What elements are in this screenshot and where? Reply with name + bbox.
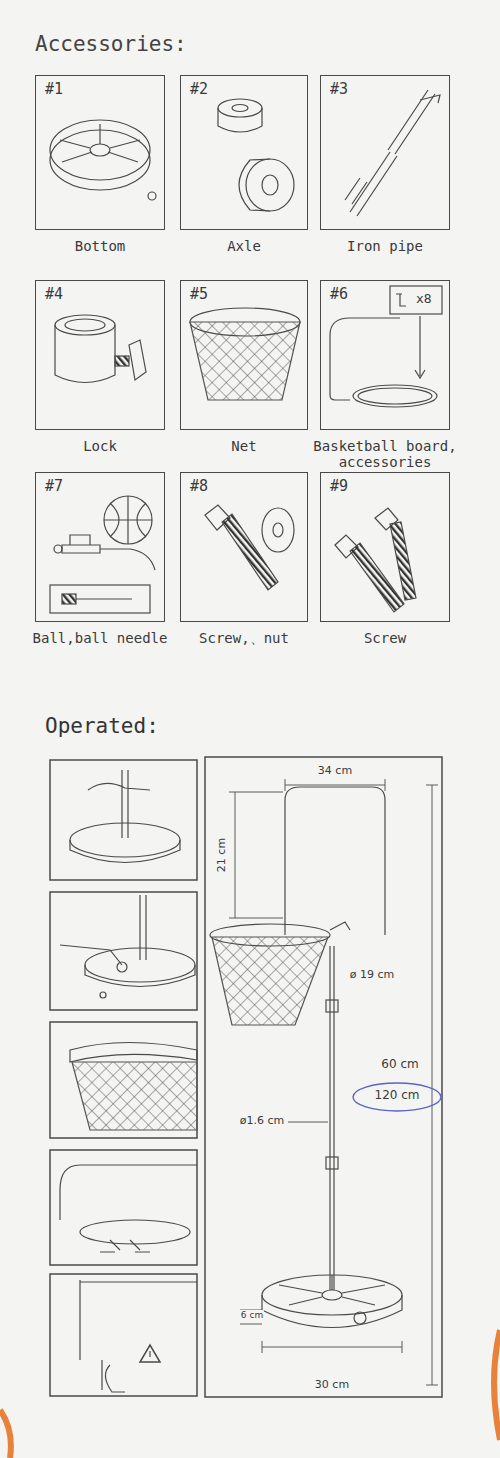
part-name: Screw bbox=[300, 630, 470, 646]
part-number: #2 bbox=[190, 81, 208, 98]
part-name: Bottom bbox=[15, 238, 185, 254]
box-frame bbox=[180, 75, 308, 230]
dimension: 30 cm bbox=[314, 1379, 350, 1392]
dimension: 120 cm bbox=[373, 1089, 420, 1103]
accessory-box: #9Screw bbox=[320, 472, 450, 649]
part-number: #1 bbox=[45, 81, 63, 98]
dimension: ø1.6 cm bbox=[239, 1115, 285, 1128]
dimension: 34 cm bbox=[317, 765, 353, 778]
axle-drawing bbox=[218, 99, 294, 211]
lock-drawing bbox=[55, 315, 146, 383]
count-mark: x8 bbox=[416, 292, 432, 307]
part-number: #4 bbox=[45, 286, 63, 303]
accessory-box: #3Iron pipe bbox=[320, 75, 450, 257]
part-name: Axle bbox=[159, 238, 329, 254]
step-drawings bbox=[60, 770, 197, 1392]
part-number: #3 bbox=[330, 81, 348, 98]
part-name: Net bbox=[159, 438, 329, 454]
accessory-box: #6Basketball board, accessories bbox=[320, 280, 450, 473]
part-name: Lock bbox=[15, 438, 185, 454]
section-heading: Operated: bbox=[45, 714, 159, 738]
dimension: ø 19 cm bbox=[349, 969, 395, 982]
accessory-box: #2Axle bbox=[180, 75, 308, 257]
accessory-box: #4Lock bbox=[35, 280, 165, 457]
part-number: #6 bbox=[330, 286, 348, 303]
step-frames bbox=[50, 757, 442, 1397]
part-number: #9 bbox=[330, 478, 348, 495]
page-title: Accessories: bbox=[35, 32, 187, 56]
part-name: Basketball board, accessories bbox=[300, 438, 470, 470]
ball-edge bbox=[494, 1330, 500, 1440]
part-number: #8 bbox=[190, 478, 208, 495]
part-number: #5 bbox=[190, 286, 208, 303]
pipe-drawing bbox=[345, 90, 440, 216]
screw-nut-drawing bbox=[205, 505, 294, 590]
dimension: 21 cm bbox=[216, 837, 229, 873]
accessory-box: #7Ball,ball needle bbox=[35, 472, 165, 649]
base-drawing bbox=[50, 120, 156, 200]
part-number: #7 bbox=[45, 478, 63, 495]
ball-edge bbox=[0, 1410, 11, 1458]
net-drawing bbox=[190, 308, 300, 400]
ball-drawing bbox=[50, 496, 155, 613]
part-name: Iron pipe bbox=[300, 238, 470, 254]
box-frame bbox=[320, 75, 450, 230]
screw-drawing bbox=[335, 508, 416, 612]
box-frame bbox=[35, 75, 165, 230]
accessory-box: #5Net bbox=[180, 280, 308, 457]
dimension: 6 cm bbox=[240, 1310, 264, 1320]
accessory-box: #1Bottom bbox=[35, 75, 165, 257]
board-drawing bbox=[330, 286, 442, 407]
part-name: Screw,、nut bbox=[159, 630, 329, 646]
accessory-box: #8Screw,、nut bbox=[180, 472, 308, 649]
dimension: 60 cm bbox=[380, 1058, 419, 1072]
part-name: Ball,ball needle bbox=[15, 630, 185, 646]
hoop-drawing bbox=[210, 779, 441, 1385]
